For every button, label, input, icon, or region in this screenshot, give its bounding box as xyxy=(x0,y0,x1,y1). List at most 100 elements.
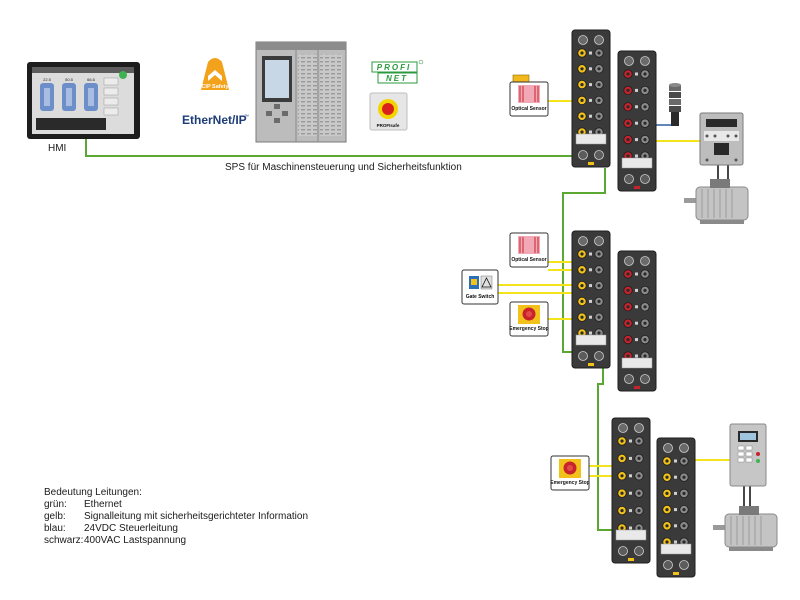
io-port xyxy=(643,121,647,125)
io-port xyxy=(665,491,669,495)
control-beacon xyxy=(655,113,673,126)
ethernet-cables xyxy=(85,137,617,531)
io-port xyxy=(620,474,624,478)
legend-value: Ethernet xyxy=(84,499,122,510)
hmi-status-led xyxy=(119,71,127,79)
io-led xyxy=(635,288,638,292)
io-led xyxy=(629,474,632,478)
plc-controller xyxy=(255,41,347,143)
io-port xyxy=(626,354,630,358)
io-port xyxy=(665,508,669,512)
io-connector xyxy=(663,443,673,453)
legend-key: grün: xyxy=(44,499,67,510)
emergency-stop-2 xyxy=(550,455,590,491)
signal-gate-switch xyxy=(498,284,578,294)
io-port xyxy=(580,315,584,319)
io-led xyxy=(635,272,638,276)
plc-label: SPS für Maschinensteuerung und Sicherhei… xyxy=(225,162,462,173)
io-port xyxy=(620,491,624,495)
emergency-stop-1-label: Emergency Stop xyxy=(509,326,549,332)
io-connector xyxy=(640,256,650,266)
profinet-logo: PROFI NET xyxy=(371,59,424,84)
io-network-port xyxy=(624,174,634,184)
io-port xyxy=(682,459,686,463)
io-network-port xyxy=(640,174,650,184)
cip-safety-logo: CIP Safety xyxy=(201,58,229,90)
io-led xyxy=(629,439,632,443)
io-port xyxy=(643,154,647,158)
io-port xyxy=(637,509,641,513)
io-port xyxy=(620,439,624,443)
ethernet-ip-text: EtherNet/IP xyxy=(182,113,247,127)
io-status-strip xyxy=(634,386,640,389)
legend-row: schwarz: 400VAC Lastspannung xyxy=(44,535,308,547)
io-module-3-safety xyxy=(611,417,651,564)
io-port xyxy=(597,315,601,319)
legend-value: Signalleitung mit sicherheitsgerichteter… xyxy=(84,511,308,522)
emergency-stop-2-label: Emergency Stop xyxy=(550,480,590,486)
io-port xyxy=(643,272,647,276)
io-port xyxy=(643,72,647,76)
io-port xyxy=(580,67,584,71)
io-port xyxy=(580,331,584,335)
io-port xyxy=(580,299,584,303)
io-port xyxy=(580,114,584,118)
io-port xyxy=(643,138,647,142)
contactor-relay xyxy=(699,112,744,166)
io-led xyxy=(589,114,592,118)
gate-switch-label: Gate Switch xyxy=(465,294,495,300)
io-status-strip xyxy=(628,558,634,561)
io-network-port xyxy=(640,374,650,384)
io-port xyxy=(665,524,669,528)
signal-tower xyxy=(669,83,681,126)
io-led xyxy=(629,509,632,513)
io-status-strip xyxy=(588,162,594,165)
io-port xyxy=(626,288,630,292)
io-led xyxy=(589,130,592,134)
io-label-window xyxy=(575,334,607,346)
io-connector xyxy=(679,443,689,453)
io-led xyxy=(589,284,592,288)
io-network-port xyxy=(663,560,673,570)
legend-title: Bedeutung Leitungen: xyxy=(44,487,142,498)
io-port xyxy=(643,105,647,109)
io-port xyxy=(637,474,641,478)
io-port xyxy=(626,88,630,92)
io-port xyxy=(643,354,647,358)
io-port xyxy=(597,268,601,272)
io-port xyxy=(626,321,630,325)
io-port xyxy=(665,475,669,479)
ethernet-ip-tm: ™ xyxy=(244,114,249,120)
io-port xyxy=(626,121,630,125)
hmi-panel: 22.5 50.5 66.6 xyxy=(27,62,140,139)
io-network-port xyxy=(634,546,644,556)
io-led xyxy=(589,51,592,55)
io-port xyxy=(643,88,647,92)
hmi-value-3: 66.6 xyxy=(87,77,96,82)
io-label-window xyxy=(575,133,607,145)
io-port xyxy=(637,491,641,495)
io-led xyxy=(635,72,638,76)
optical-sensor-1-label: Optical Sensor xyxy=(511,106,547,112)
io-port xyxy=(626,338,630,342)
io-led xyxy=(674,491,677,495)
optical-sensor-2-label: Optical Sensor xyxy=(511,257,547,263)
signal-emergency-stop-2 xyxy=(589,465,612,477)
io-port xyxy=(597,67,601,71)
io-led xyxy=(629,526,632,530)
plc-nav-keys xyxy=(266,104,288,123)
io-connector xyxy=(640,56,650,66)
io-module-3-standard xyxy=(656,437,696,578)
io-port xyxy=(620,509,624,513)
io-port xyxy=(597,130,601,134)
legend-row: grün: Ethernet xyxy=(44,499,308,511)
io-label-window xyxy=(660,543,692,555)
io-module-1-safety xyxy=(571,29,611,168)
frequency-drive xyxy=(729,423,767,487)
emergency-stop-1 xyxy=(509,301,549,337)
io-led xyxy=(589,98,592,102)
optical-sensor-2 xyxy=(509,232,549,268)
io-label-window xyxy=(615,529,647,541)
io-led xyxy=(674,475,677,479)
